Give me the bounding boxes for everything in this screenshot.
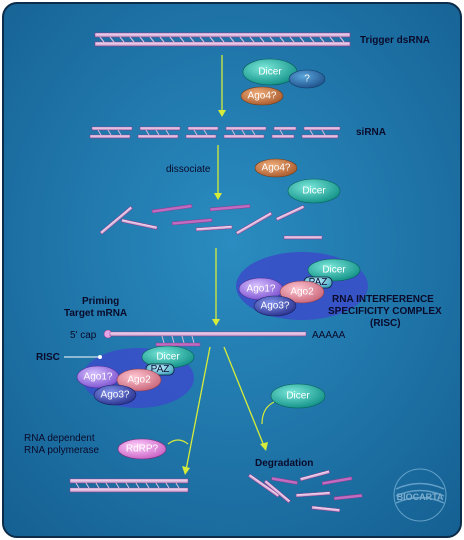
arrow-amplification bbox=[182, 346, 211, 475]
risc-complex-label-line1: RNA INTERFERENCE bbox=[332, 294, 434, 305]
dicer-label: Dicer bbox=[258, 67, 282, 78]
ago4-label-2: Ago4? bbox=[262, 163, 291, 174]
risc-complex-label-line3: (RISC) bbox=[370, 318, 401, 329]
risc-bound-dicer-label: Dicer bbox=[156, 352, 180, 363]
priming-label-line1: Priming bbox=[82, 296, 119, 307]
arrow-dissociate bbox=[214, 145, 222, 200]
risc-ago1-label: Ago1? bbox=[247, 284, 276, 295]
trigger-dsrna-label: Trigger dsRNA bbox=[360, 35, 430, 46]
risc-bound-paz-label: PAZ bbox=[151, 364, 170, 375]
priming-label-line2: Target mRNA bbox=[64, 308, 127, 319]
risc-ago3 bbox=[253, 295, 297, 317]
polya-label: AAAAA bbox=[312, 330, 346, 341]
risc-ago2 bbox=[279, 280, 325, 304]
amplified-dsrna bbox=[69, 478, 189, 493]
degradation-label: Degradation bbox=[255, 458, 313, 469]
guide-strand-on-mrna bbox=[155, 335, 201, 347]
rdrp-label-line2: RNA polymerase bbox=[24, 445, 99, 456]
dissociate-label: dissociate bbox=[166, 164, 211, 175]
cap-label: 5' cap bbox=[70, 330, 97, 341]
risc-bound-ago2-label: Ago2 bbox=[127, 375, 151, 386]
dicer-protein-3 bbox=[270, 383, 326, 409]
risc-bound-ago2 bbox=[116, 368, 162, 392]
risc-ago2-label: Ago2 bbox=[290, 287, 314, 298]
ago4-protein-2 bbox=[254, 158, 298, 178]
sirna-label: siRNA bbox=[356, 127, 386, 138]
risc-paz-label: PAZ bbox=[309, 277, 328, 288]
rdrp-protein bbox=[117, 438, 167, 460]
biocarta-logo-text: BIOCARTA bbox=[397, 492, 444, 502]
sirna-duplexes bbox=[89, 126, 341, 139]
risc-bound-ago3-label: Ago3? bbox=[101, 390, 130, 401]
dicer-label-3: Dicer bbox=[286, 391, 310, 402]
ago4-protein bbox=[240, 86, 284, 106]
single-stranded-sirna bbox=[99, 204, 323, 240]
risc-pointer-dot bbox=[98, 355, 102, 359]
arrow-dicing bbox=[218, 55, 226, 117]
risc-ago3-label: Ago3? bbox=[261, 301, 290, 312]
risc-bound-ago3 bbox=[93, 384, 137, 406]
rdrp-arc bbox=[167, 439, 189, 445]
unknown-protein bbox=[288, 69, 326, 89]
rdrp-label-line1: RNA dependent bbox=[24, 433, 95, 444]
trigger-dsrna bbox=[94, 32, 351, 47]
dicer-label-2: Dicer bbox=[302, 186, 326, 197]
unknown-protein-label: ? bbox=[304, 74, 310, 85]
risc-dicer bbox=[307, 258, 361, 282]
rdrp-label: RdRP? bbox=[126, 444, 159, 455]
target-mrna bbox=[109, 331, 307, 337]
ago4-label: Ago4? bbox=[248, 91, 277, 102]
dicer-recruit-arc bbox=[261, 401, 275, 425]
arrow-risc-assembly bbox=[212, 248, 220, 326]
risc-bound-ago1-label: Ago1? bbox=[84, 372, 113, 383]
risc-dicer-label: Dicer bbox=[322, 265, 346, 276]
risc-complex-label-line2: SPECIFICITY COMPLEX bbox=[328, 306, 442, 317]
degraded-fragments bbox=[247, 469, 363, 513]
arrow-degradation bbox=[223, 346, 268, 451]
dicer-protein-2 bbox=[287, 178, 341, 204]
biocarta-logo: BIOCARTA bbox=[393, 468, 447, 522]
risc-label: RISC bbox=[36, 352, 60, 363]
